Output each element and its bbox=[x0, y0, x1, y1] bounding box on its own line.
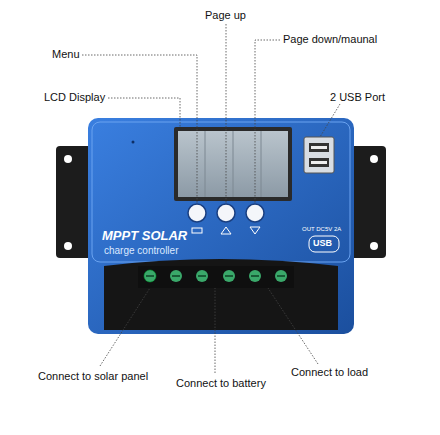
usb-housing bbox=[304, 137, 334, 173]
illustration-part bbox=[277, 275, 285, 276]
terminal-screw bbox=[196, 270, 208, 282]
down-button bbox=[246, 204, 264, 222]
mount-hole bbox=[370, 155, 378, 163]
illustration-part bbox=[251, 275, 259, 276]
brand-subtitle: charge controller bbox=[104, 245, 178, 256]
illustration-part bbox=[108, 98, 180, 128]
usb-tongue bbox=[311, 146, 327, 149]
indicator-led bbox=[132, 141, 135, 144]
terminal-screw bbox=[223, 270, 235, 282]
lcd-divider bbox=[261, 131, 262, 197]
callout-label: LCD Display bbox=[44, 91, 105, 104]
lcd-divider bbox=[205, 131, 206, 197]
button-symbol bbox=[221, 227, 231, 234]
usb-badge bbox=[309, 236, 339, 252]
button-symbol bbox=[250, 227, 260, 234]
lcd-divider bbox=[233, 131, 234, 197]
callout-label: Page down/maunal bbox=[283, 33, 377, 46]
mount-hole bbox=[64, 155, 72, 163]
callout-label: Menu bbox=[52, 48, 80, 61]
terminal-screw bbox=[144, 270, 156, 282]
illustration-part bbox=[172, 275, 180, 276]
brand-title: MPPT SOLAR bbox=[102, 229, 187, 243]
callout-label: Connect to solar panel bbox=[38, 370, 148, 383]
mount-hole bbox=[370, 242, 378, 250]
terminal-block bbox=[104, 259, 338, 330]
housing-edge bbox=[92, 122, 350, 262]
illustration-part bbox=[198, 275, 206, 276]
illustration-part bbox=[146, 275, 154, 276]
housing-body bbox=[88, 118, 354, 334]
illustration-part bbox=[226, 24, 227, 203]
terminal-screw bbox=[170, 270, 182, 282]
usb-logo: USB bbox=[313, 238, 332, 249]
terminal-screw bbox=[275, 270, 287, 282]
callout-label: Connect to battery bbox=[176, 377, 266, 390]
menu-button bbox=[188, 204, 206, 222]
lcd-frame bbox=[174, 127, 292, 201]
illustration-part bbox=[215, 288, 216, 373]
callout-label: Connect to load bbox=[291, 366, 368, 379]
lcd-screen bbox=[178, 131, 288, 197]
illustration-part bbox=[320, 104, 340, 137]
terminal-screw bbox=[249, 270, 261, 282]
callout-label: 2 USB Port bbox=[330, 91, 385, 104]
terminal-strip bbox=[138, 266, 294, 288]
callout-label: Page up bbox=[205, 9, 246, 22]
usb-port bbox=[309, 158, 329, 167]
illustration-part bbox=[255, 40, 280, 203]
usb-tongue bbox=[311, 161, 327, 164]
illustration-part bbox=[225, 275, 233, 276]
usb-port bbox=[309, 143, 329, 152]
up-button bbox=[217, 204, 235, 222]
leader-lines bbox=[82, 24, 340, 373]
illustration-part bbox=[268, 288, 318, 364]
screw-slots bbox=[146, 275, 285, 276]
illustration-part bbox=[100, 288, 150, 366]
mount-hole bbox=[64, 242, 72, 250]
illustration-part bbox=[82, 55, 197, 203]
button-symbol bbox=[192, 228, 202, 233]
port-rating: OUT DC5V 2A bbox=[302, 226, 341, 233]
